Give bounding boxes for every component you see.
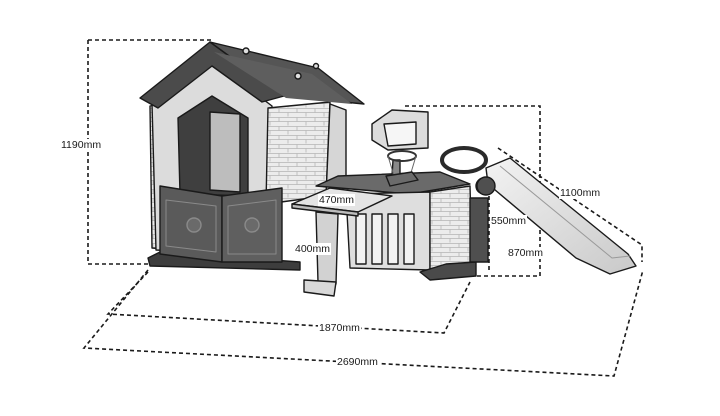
house-height-label: 1190mm xyxy=(60,139,103,151)
panel-right xyxy=(429,185,473,273)
total-width-label: 2690mm xyxy=(336,356,379,368)
house-height-line xyxy=(87,39,212,265)
steering-panel xyxy=(469,197,489,263)
table-width-label: 470mm xyxy=(318,194,356,206)
fence-height-label: 550mm xyxy=(490,215,528,227)
steering-wheel xyxy=(440,146,488,174)
basketball-hoop xyxy=(371,109,429,187)
front-width-line xyxy=(106,271,471,334)
playhouse xyxy=(139,41,365,271)
slide xyxy=(476,157,637,275)
table-height-label: 400mm xyxy=(294,243,332,255)
basket-height-label: 870mm xyxy=(507,247,545,259)
slide-length-label: 1100mm xyxy=(559,187,602,199)
front-width-label: 1870mm xyxy=(318,322,361,334)
slide-length-line xyxy=(497,147,643,262)
